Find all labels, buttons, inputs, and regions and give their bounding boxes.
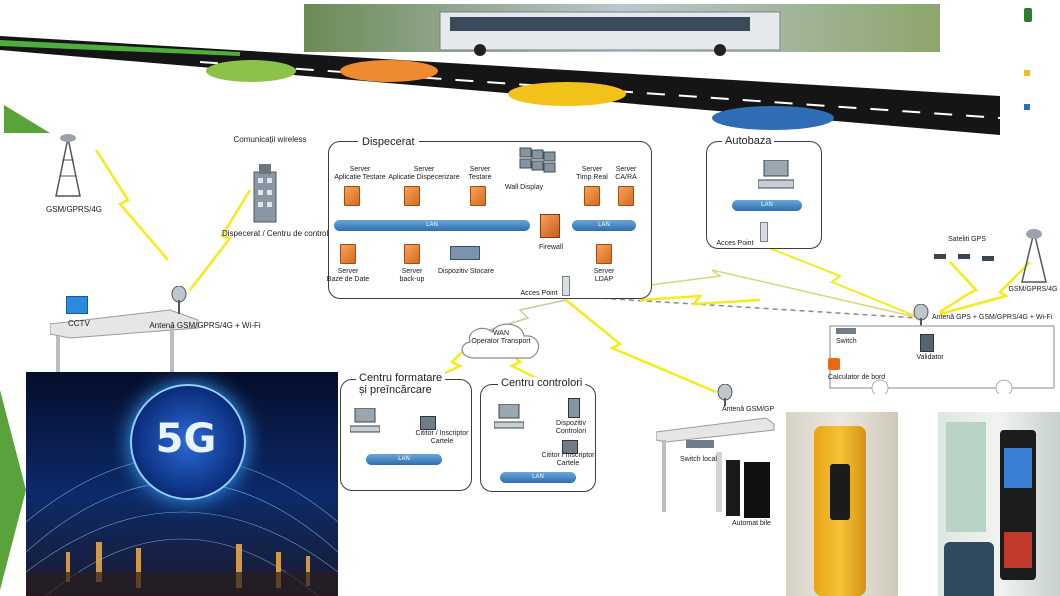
controller-device-icon [568,398,580,418]
window-panel [946,422,986,532]
centru-formatare-panel [340,379,472,491]
autobaza-title: Autobaza [722,135,775,147]
server-label: Server Timp Real [576,166,608,181]
vehicle-antenna-label: Antenă GPS + GSM/GPRS/4G + Wi-Fi [932,314,1053,321]
radio-signal-icon [206,60,296,82]
server-icon [584,186,600,206]
board-computer-label: Calculator de bord [828,374,886,381]
access-point-label: Acces Point [716,240,754,247]
seat-row [944,542,994,596]
dispatch-label: Dispecerat / Centru de control [222,229,329,238]
validator-icon [920,334,934,352]
antenna-icon [171,286,187,314]
gsm-tower-label: GSM/GPRS/4G [1008,286,1058,293]
storage-icon [450,246,480,260]
satellite-icon [958,254,970,259]
server-label: Server LDAP [593,268,615,283]
server-label: Server Aplicatie Dispecerizare [388,166,460,181]
gsm-tower-label: GSM/GPRS/4G [46,205,103,214]
satellites-label: Sateliti GPS [948,236,986,243]
firewall-icon [540,214,560,238]
validator-photo [786,412,898,596]
ticket-machine-icon [726,460,740,516]
controller-device-label: Dispozitiv Controlori [555,420,587,435]
switch-label: Switch [836,338,857,345]
wireless-label: Comunicații wireless [233,135,307,144]
bus-icon [340,60,438,82]
wan-label: WAN Operator Transport [471,330,531,345]
computer-icon [350,408,380,433]
server-label: Server CA/RA [615,166,637,181]
computer-icon [494,404,524,429]
satellite-icon [982,256,994,261]
cctv-label: CCTV [68,319,90,328]
bus-shelter-icon [50,309,199,372]
wan-cloud-icon [461,323,540,359]
lan-bar: LAN [334,220,530,231]
centru-controlori-title: Centru controlori [498,377,586,389]
legend-mark-blue [1024,104,1030,110]
legend-mark-green [1024,8,1032,22]
card-reader-icon [420,416,436,430]
server-label: Server Testare [468,166,492,181]
building-icon [253,164,277,223]
bus-shelter-icon [656,417,775,512]
board-computer-icon [828,358,840,370]
card-reader-icon [562,440,578,454]
server-icon [470,186,486,206]
machine-label: Automat bile [732,520,771,527]
card-reader-label: Cititor / Inscriptor Cartele [541,452,595,467]
bus-interior-photo [938,412,1060,596]
server-label: Server back-up [399,268,425,283]
ticket-machine-icon [744,462,770,518]
lan-bar: LAN [500,472,576,483]
access-point-icon [562,276,570,296]
centru-formatare-title: Centru formatare și preîncărcare [356,372,446,396]
switch-icon [686,440,714,448]
gsm-tower-icon [1021,229,1047,283]
card-slot-icon [830,464,850,520]
legend-mark-yellow [1024,70,1030,76]
red-panel [1004,532,1032,568]
server-icon [618,186,634,206]
globe-icon [130,384,246,500]
5g-text: 5G [155,416,217,462]
wall-display-icon [519,147,556,173]
satellite-icon [934,254,946,259]
access-point-label: Acces Point [520,290,558,297]
lan-bar: LAN [366,454,442,465]
ticket-icon [712,106,834,130]
lan-bar: LAN [572,220,636,231]
server-label: Server Aplicatie Testare [334,166,386,181]
station-switch-label: Switch local [680,456,717,463]
station-antenna-label: Antenă GSM/GP [722,406,775,413]
storage-label: Dispozitiv Stocare [437,268,495,275]
server-icon [344,186,360,206]
server-icon [404,244,420,264]
dispecerat-title: Dispecerat [358,136,419,148]
server-icon [340,244,356,264]
firewall-label: Firewall [538,244,564,251]
lan-bar: LAN [732,200,802,211]
server-label: Server Baze de Date [326,268,370,283]
gsm-tower-icon [55,134,81,197]
validator-label: Validator [916,354,944,361]
antenna-icon [717,384,733,406]
switch-icon [836,328,856,334]
wall-display-label: Wall Display [504,184,544,191]
cctv-camera-icon [66,296,88,314]
server-icon [596,244,612,264]
screen-display [1004,448,1032,488]
access-point-icon [760,222,768,242]
server-icon [404,186,420,206]
card-reader-label: Cititor / Inscriptor Cartele [415,430,469,445]
clock-icon [508,82,626,106]
antenna-label: Antenă GSM/GPRS/4G + Wi-Fi [149,321,261,330]
computer-icon [758,160,794,189]
green-arrow-shape [0,390,26,590]
5g-city-photo: 5G [26,372,338,596]
